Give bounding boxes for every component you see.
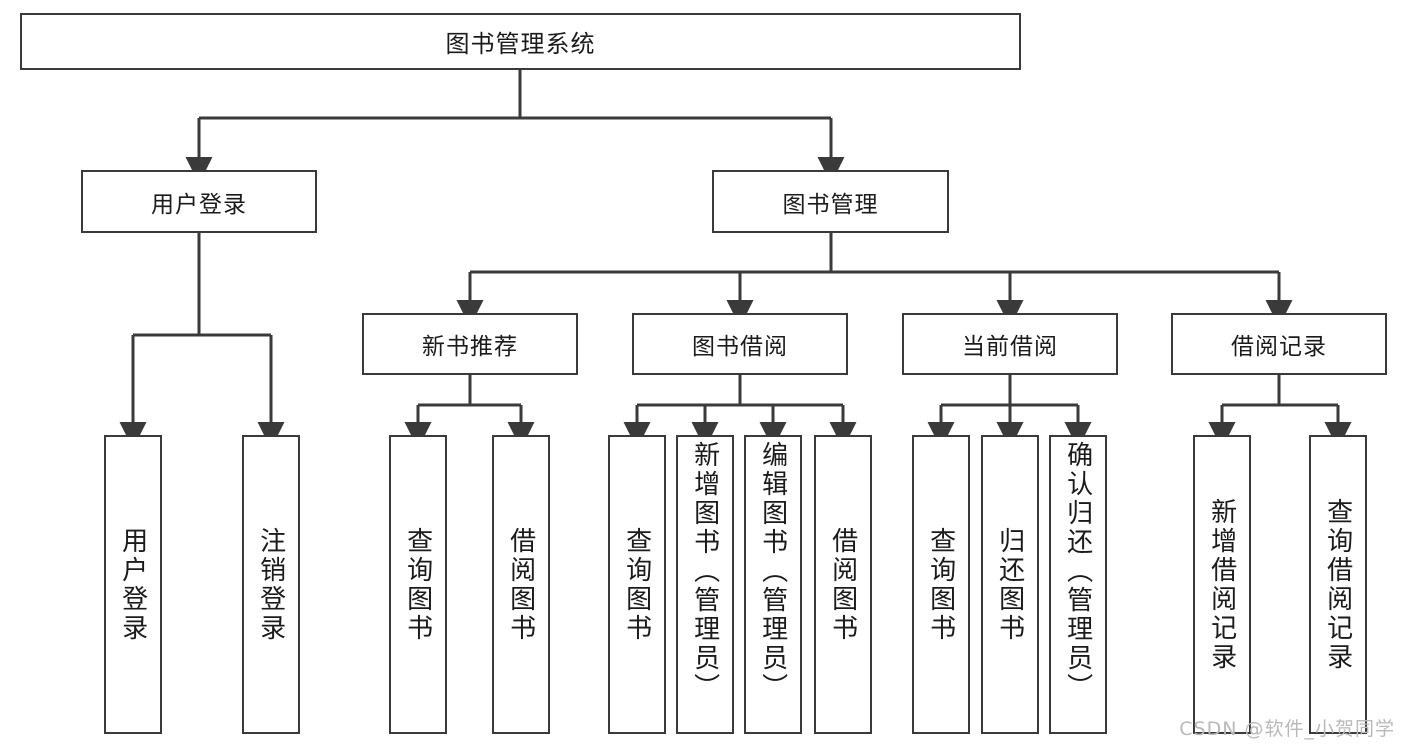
node-leaf-query-record[interactable]: 查询借阅记录: [1309, 435, 1367, 734]
node-user-login[interactable]: 用户登录: [81, 170, 317, 233]
csdn-watermark: CSDN @软件_小贺同学: [1179, 718, 1395, 740]
node-leaf-query-book-2[interactable]: 查询图书: [608, 435, 666, 734]
node-leaf-query-book-3[interactable]: 查询图书: [912, 435, 970, 734]
node-leaf-query-book-1[interactable]: 查询图书: [389, 435, 447, 734]
node-current-borrow[interactable]: 当前借阅: [902, 313, 1118, 375]
node-leaf-logout-login[interactable]: 注销登录: [242, 435, 300, 734]
node-book-manage[interactable]: 图书管理: [712, 170, 949, 233]
node-leaf-confirm-return[interactable]: 确认归还（管理员）: [1049, 435, 1107, 734]
node-leaf-edit-book[interactable]: 编辑图书（管理员）: [744, 435, 802, 734]
node-leaf-borrow-book-2[interactable]: 借阅图书: [814, 435, 872, 734]
node-leaf-add-book[interactable]: 新增图书（管理员）: [676, 435, 734, 734]
node-root-system[interactable]: 图书管理系统: [20, 13, 1021, 70]
node-leaf-borrow-book-1[interactable]: 借阅图书: [492, 435, 550, 734]
node-leaf-return-book[interactable]: 归还图书: [981, 435, 1039, 734]
node-leaf-add-record[interactable]: 新增借阅记录: [1193, 435, 1251, 734]
node-book-borrow[interactable]: 图书借阅: [632, 313, 848, 375]
node-borrow-record[interactable]: 借阅记录: [1171, 313, 1387, 375]
node-new-book-recommend[interactable]: 新书推荐: [362, 313, 578, 375]
node-leaf-user-login[interactable]: 用户登录: [104, 435, 162, 734]
